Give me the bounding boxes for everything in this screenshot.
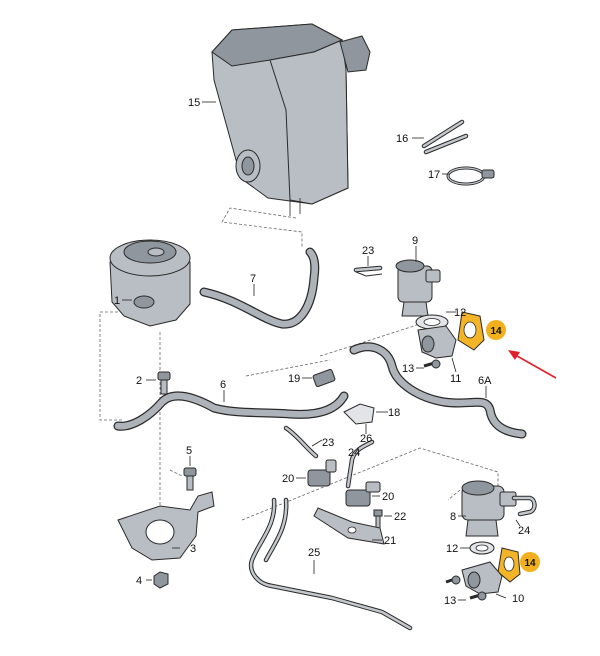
callout-24-right: 24: [518, 525, 530, 537]
callout-12-lower: 12: [446, 543, 458, 555]
callout-10: 10: [512, 593, 524, 605]
callout-4: 4: [136, 575, 142, 587]
cable-ties: [421, 119, 469, 155]
vacuum-hose-24-right: [511, 495, 537, 517]
callout-24-middle: 24: [348, 447, 360, 459]
callout-23-upper: 23: [362, 245, 374, 257]
main-hose: [113, 391, 349, 431]
callout-21: 21: [384, 535, 396, 547]
callout-5: 5: [186, 445, 192, 457]
callout-12-upper: 12: [454, 307, 466, 319]
vacuum-hose-24: [345, 439, 375, 489]
combination-valve: [395, 259, 441, 317]
air-filter-housing: [211, 23, 371, 216]
callout-7: 7: [250, 273, 256, 285]
gasket-lower: [497, 547, 521, 583]
holder-bracket: [343, 403, 375, 434]
connecting-pipe: [417, 325, 457, 359]
hose-clamp: [446, 166, 495, 186]
callout-20-left: 20: [282, 473, 294, 485]
callout-2: 2: [136, 375, 142, 387]
callout-6: 6: [220, 379, 226, 391]
callout-3: 3: [190, 543, 196, 555]
callout-6a: 6A: [478, 375, 492, 387]
callout-25: 25: [308, 547, 320, 559]
highlight-callout-14-upper: 14: [486, 320, 506, 340]
callout-26: 26: [360, 433, 372, 445]
gasket-upper: [457, 311, 485, 351]
vacuum-hose-23: [283, 425, 319, 459]
callout-13-upper: 13: [402, 363, 414, 375]
pump-bracket: [117, 491, 215, 561]
pressure-sensor: [312, 369, 336, 387]
solenoid-valve-left: [307, 459, 337, 487]
vacuum-line-25: [248, 497, 413, 631]
callout-22: 22: [394, 511, 406, 523]
hose-clip: [353, 265, 383, 277]
callout-17: 17: [428, 169, 440, 181]
valve-bracket: [313, 507, 385, 545]
callout-15: 15: [188, 97, 200, 109]
secondary-air-pump: [109, 239, 191, 327]
bolt-upper: [423, 359, 441, 369]
connecting-pipe-lower: [461, 561, 503, 595]
nut-4: [153, 571, 169, 589]
callout-14-lower: 14: [524, 558, 536, 569]
seal-lower: [469, 541, 495, 555]
callout-8: 8: [450, 511, 456, 523]
callout-9: 9: [412, 235, 418, 247]
callout-14-upper: 14: [490, 326, 502, 337]
callout-23-lower: 23: [322, 437, 334, 449]
callout-16: 16: [396, 133, 408, 145]
highlight-callout-14-lower: 14: [520, 552, 540, 572]
bolt-22: [373, 509, 383, 529]
seal-upper: [415, 314, 449, 330]
combination-valve-lower: [461, 480, 517, 537]
callout-19: 19: [288, 373, 300, 385]
callout-1: 1: [114, 295, 120, 307]
callout-11: 11: [450, 373, 461, 385]
callout-13-lower: 13: [444, 595, 456, 607]
callout-20-right: 20: [382, 491, 394, 503]
solenoid-valve-right: [345, 481, 381, 507]
hose-6a: [349, 342, 527, 439]
pressure-hose: [199, 247, 320, 329]
pointer-arrow: [508, 350, 557, 379]
callout-18: 18: [388, 407, 400, 419]
bolt-5: [183, 467, 197, 491]
bolt-2: [157, 371, 171, 395]
bolt-lower: [445, 575, 487, 601]
